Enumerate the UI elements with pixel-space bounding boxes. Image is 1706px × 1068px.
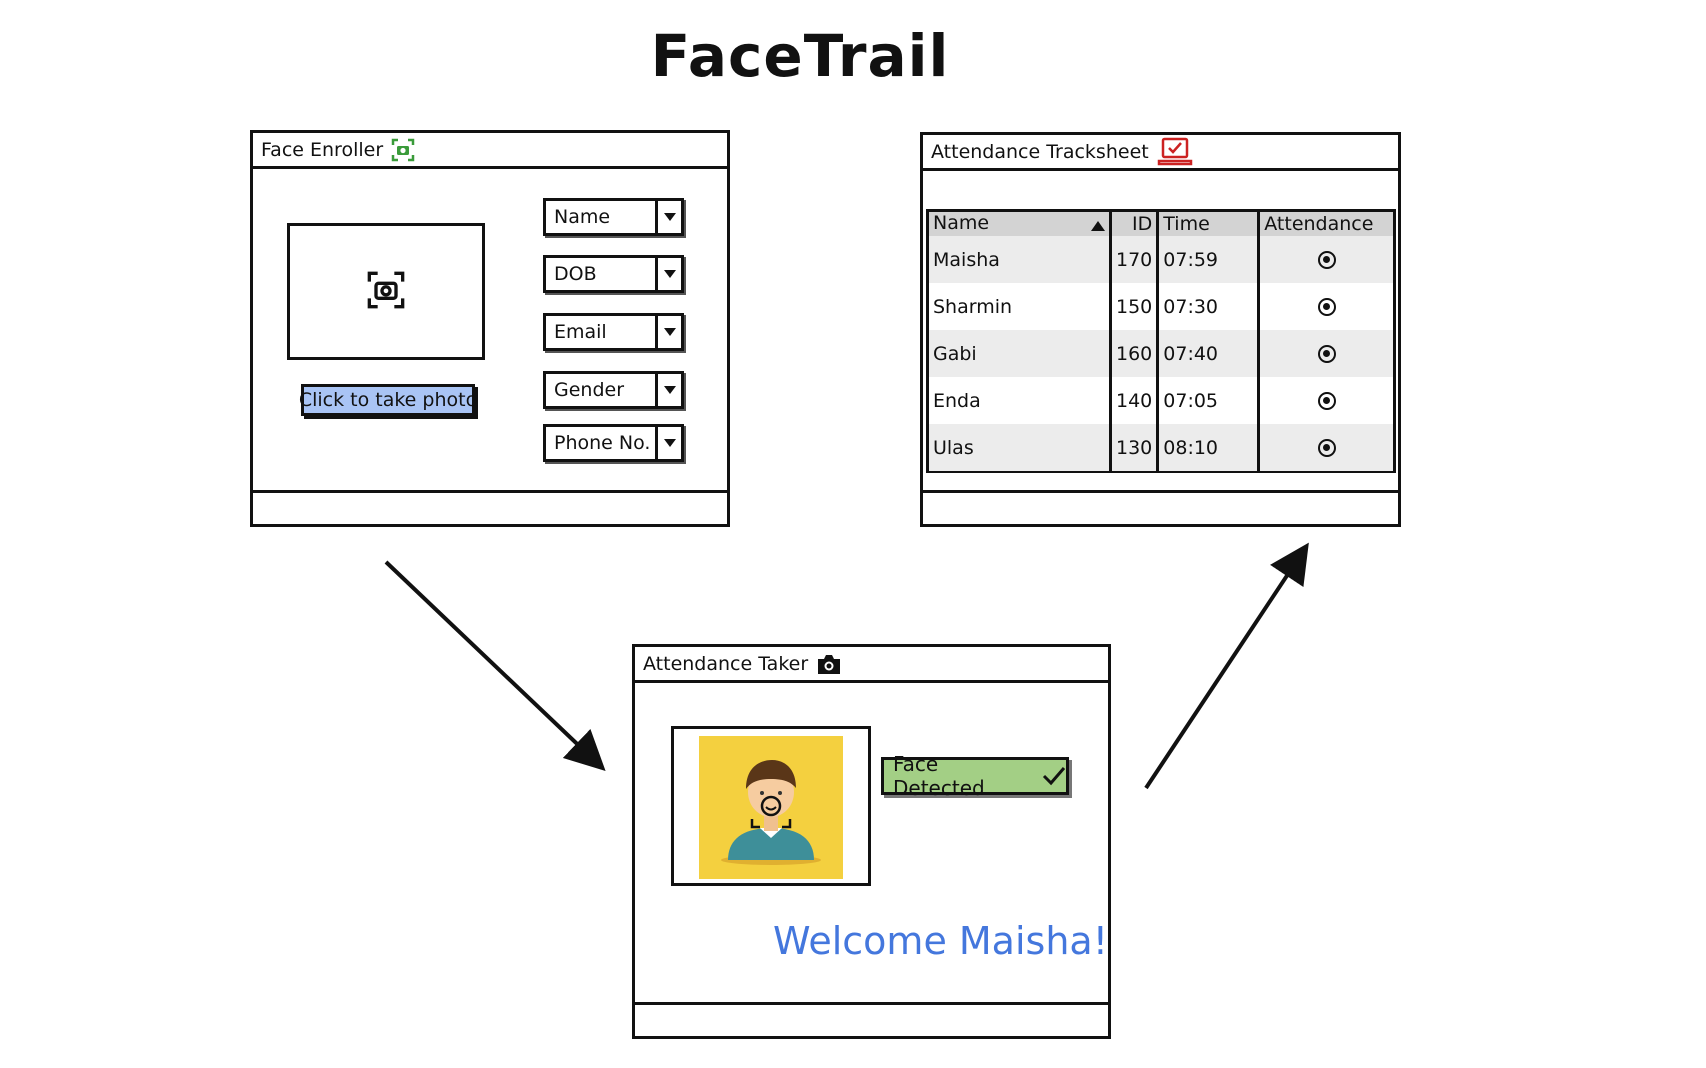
cell-time: 07:59 (1157, 236, 1261, 283)
attendance-radio[interactable] (1317, 250, 1336, 269)
cell-id: 140 (1110, 377, 1160, 424)
table-row: Gabi 160 07:40 (929, 330, 1393, 377)
dob-field-label: DOB (554, 263, 597, 285)
gender-dropdown[interactable]: Gender (543, 371, 684, 409)
app-title: FaceTrail (650, 22, 950, 90)
cell-id: 150 (1110, 283, 1160, 330)
column-header-name[interactable]: Name (929, 212, 1112, 236)
cell-name: Ulas (929, 424, 1112, 471)
checkmark-icon (1042, 766, 1066, 786)
attendance-table: Name ID Time Attendance Maisha 170 07:59… (926, 209, 1396, 473)
avatar (699, 736, 843, 879)
camera-focus-icon (366, 270, 406, 314)
attendance-radio[interactable] (1317, 391, 1336, 410)
column-header-time[interactable]: Time (1157, 212, 1261, 236)
cell-id: 170 (1110, 236, 1160, 283)
face-detected-badge: Face Detected (881, 752, 1069, 800)
cell-attendance (1258, 283, 1393, 330)
cell-time: 07:40 (1157, 330, 1261, 377)
table-row: Maisha 170 07:59 (929, 236, 1393, 283)
chevron-down-icon[interactable] (655, 258, 681, 290)
cell-time: 07:05 (1157, 377, 1261, 424)
tracksheet-title: Attendance Tracksheet (931, 140, 1149, 163)
attendance-tracksheet-window: Attendance Tracksheet Name ID Time Atten… (920, 132, 1401, 527)
phone-dropdown[interactable]: Phone No. (543, 424, 684, 462)
cell-attendance (1258, 377, 1393, 424)
tracksheet-titlebar: Attendance Tracksheet (923, 135, 1398, 171)
tracksheet-footer (923, 490, 1398, 524)
phone-field-label: Phone No. (554, 432, 651, 454)
arrow-enroller-to-taker (384, 560, 606, 772)
cell-attendance (1258, 424, 1393, 471)
enroller-footer (253, 490, 727, 524)
face-enroller-window: Face Enroller Click to take photo N (250, 130, 730, 527)
cell-attendance (1258, 330, 1393, 377)
cell-id: 160 (1110, 330, 1160, 377)
email-field-label: Email (554, 321, 607, 343)
chevron-down-icon[interactable] (655, 374, 681, 406)
welcome-message: Welcome Maisha! (773, 919, 1108, 963)
chevron-down-icon[interactable] (655, 427, 681, 459)
cell-attendance (1258, 236, 1393, 283)
cell-id: 130 (1110, 424, 1160, 471)
face-detected-label: Face Detected (893, 752, 985, 800)
camera-feed (671, 726, 871, 886)
dob-dropdown[interactable]: DOB (543, 255, 684, 293)
photo-preview (287, 223, 485, 360)
table-row: Sharmin 150 07:30 (929, 283, 1393, 330)
email-dropdown[interactable]: Email (543, 313, 684, 351)
cell-time: 08:10 (1157, 424, 1261, 471)
chevron-down-icon[interactable] (655, 201, 681, 233)
table-row: Enda 140 07:05 (929, 377, 1393, 424)
cell-time: 07:30 (1157, 283, 1261, 330)
cell-name: Maisha (929, 236, 1112, 283)
taker-title: Attendance Taker (643, 652, 809, 675)
table-row: Ulas 130 08:10 (929, 424, 1393, 471)
name-field-label: Name (554, 206, 611, 228)
attendance-radio[interactable] (1317, 438, 1336, 457)
name-dropdown[interactable]: Name (543, 198, 684, 236)
column-header-attendance[interactable]: Attendance (1258, 212, 1393, 236)
laptop-check-icon (1157, 137, 1193, 167)
chevron-down-icon[interactable] (655, 316, 681, 348)
cell-name: Enda (929, 377, 1112, 424)
take-photo-button[interactable]: Click to take photo (299, 384, 477, 416)
camera-icon (816, 653, 842, 675)
sort-ascending-icon[interactable] (1091, 214, 1105, 236)
cell-name: Sharmin (929, 283, 1112, 330)
arrow-taker-to-tracksheet (1144, 542, 1309, 790)
taker-footer (635, 1002, 1108, 1036)
attendance-taker-window: Attendance Taker Face Detected (632, 644, 1111, 1039)
enroller-title: Face Enroller (261, 138, 384, 161)
table-header-row: Name ID Time Attendance (929, 212, 1393, 236)
attendance-radio[interactable] (1317, 297, 1336, 316)
gender-field-label: Gender (554, 379, 625, 401)
camera-focus-icon (391, 138, 415, 162)
taker-titlebar: Attendance Taker (635, 647, 1108, 683)
enroller-titlebar: Face Enroller (253, 133, 727, 169)
cell-name: Gabi (929, 330, 1112, 377)
attendance-radio[interactable] (1317, 344, 1336, 363)
column-header-id[interactable]: ID (1110, 212, 1160, 236)
